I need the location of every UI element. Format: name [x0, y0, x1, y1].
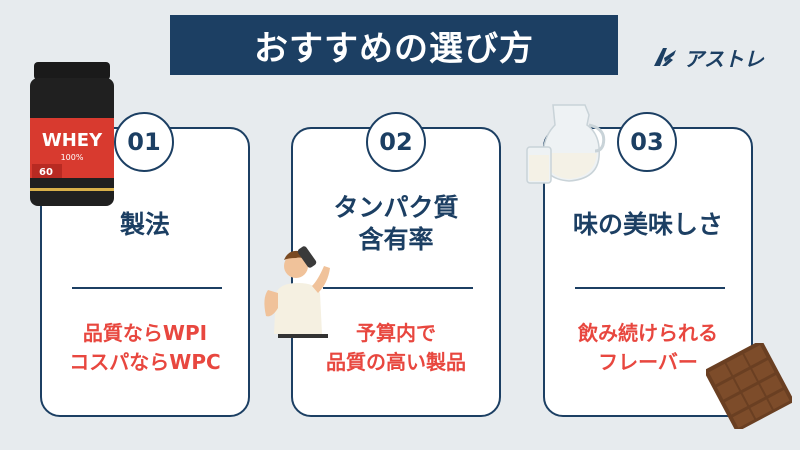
svg-text:WHEY: WHEY: [42, 130, 103, 151]
card-heading: タンパク質 含有率: [333, 193, 459, 254]
chocolate-bar-image: [706, 343, 792, 429]
svg-text:60: 60: [39, 167, 53, 178]
man-drinking-image: [264, 246, 330, 338]
brand-name: アストレ: [684, 46, 764, 71]
brand-logo: アストレ: [652, 44, 764, 71]
divider: [323, 287, 473, 289]
brand-mark-icon: [654, 48, 676, 66]
step-number-1: 01: [114, 112, 174, 172]
step-number-2: 02: [366, 112, 426, 172]
card-heading: 味の美味しさ: [572, 210, 723, 239]
card-description: 飲み続けられる フレーバー: [578, 321, 718, 374]
card-description: 品質ならWPI コスパならWPC: [69, 321, 221, 374]
divider: [72, 287, 222, 289]
card-description: 予算内で 品質の高い製品: [326, 321, 466, 374]
card-2: タンパク質 含有率 予算内で 品質の高い製品: [291, 127, 501, 417]
page-title: おすすめの選び方: [254, 28, 534, 69]
step-number-3: 03: [617, 112, 677, 172]
card-heading: 製法: [119, 210, 170, 239]
protein-tub-image: WHEY 100% 60: [30, 62, 114, 206]
page-title-banner: おすすめの選び方: [170, 15, 618, 75]
divider: [575, 287, 725, 289]
svg-text:100%: 100%: [61, 153, 84, 162]
milk-image: [526, 104, 606, 184]
